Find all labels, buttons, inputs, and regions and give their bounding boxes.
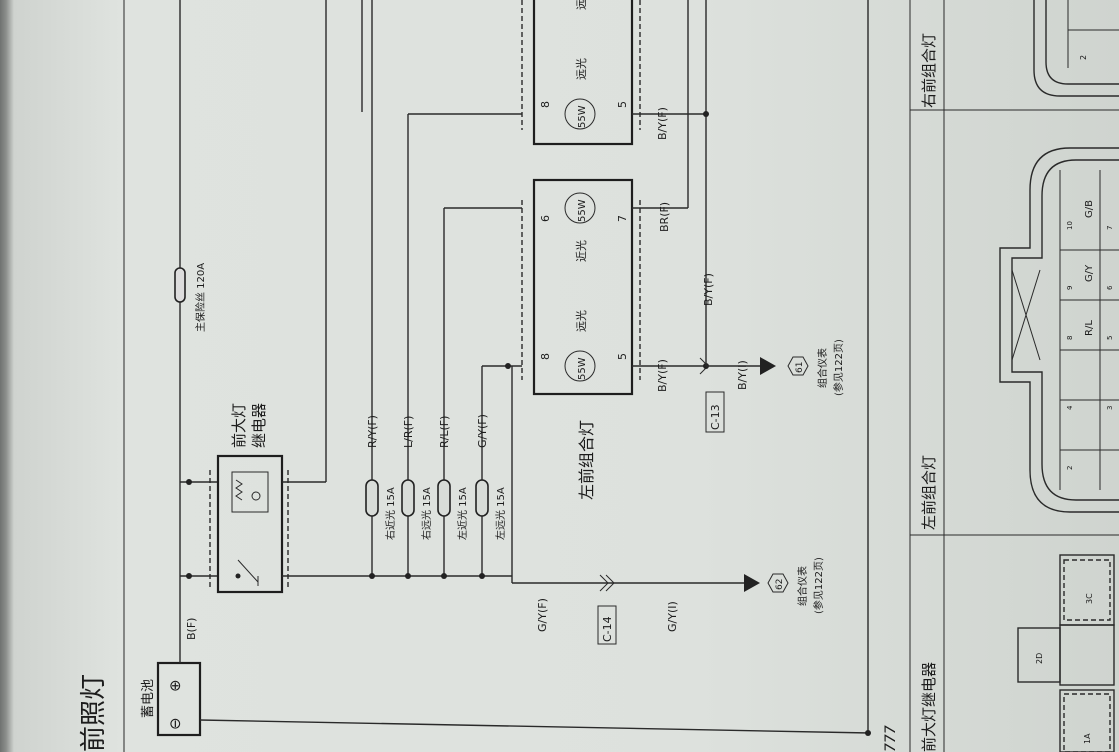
fuse-label-1: 右近光 15A [384, 487, 397, 540]
fuse-left-low: 左近光 15A R/L(F) [437, 207, 522, 579]
fuse-label-4: 左远光 15A [494, 487, 507, 540]
battery: ⊕ ⊖ 蓄电池 [141, 661, 202, 737]
fuse-label-2: 右远光 15A [420, 487, 433, 540]
left-pin-5: 5 [616, 353, 629, 360]
relay-label-2: 继电器 [250, 403, 268, 448]
right-cut-text: 远 [575, 0, 588, 10]
connector-c13 [705, 391, 725, 433]
ground-62: 62 组合仪表 (参见122页) [767, 557, 825, 614]
pin-7: 7 [1106, 226, 1114, 230]
fuse-label-3: 左近光 15A [456, 487, 469, 540]
wire-by-f-mid: B/Y(F) [702, 273, 715, 306]
wire-b-f: B(F) [185, 618, 198, 640]
left-bulb-low: 55W [577, 199, 588, 222]
pin-rl: R/L [1084, 320, 1095, 336]
left-pin-8: 8 [539, 353, 552, 360]
wire-by-i: B/Y(I) [736, 360, 749, 390]
ground-61-num: 61 [795, 362, 805, 373]
pin-4: 4 [1066, 405, 1074, 410]
battery-label: 蓄电池 [141, 679, 156, 718]
right-lamp-connector: 2 [1033, 0, 1119, 97]
headlight-relay: 前大灯 继电器 [209, 403, 289, 594]
right-pin-5: 5 [616, 101, 629, 108]
panel-left-lamp: 左前组合灯 [920, 455, 938, 530]
pin-gb: G/B [1084, 200, 1095, 218]
ground-62-num: 62 [775, 579, 785, 590]
relay-conn-b: 2D [1035, 653, 1044, 664]
relay-connector: 3C 2D 1A [1017, 554, 1115, 752]
ground-61: 61 组合仪表 (参见122页) [787, 339, 845, 396]
left-high-text: 远光 [574, 310, 588, 332]
pin-9: 9 [1066, 286, 1074, 290]
right-bulb: 55W [577, 105, 588, 128]
connector-c14 [597, 605, 617, 645]
left-low-text: 近光 [574, 240, 588, 262]
pin-2: 2 [1066, 466, 1074, 470]
battery-plus: ⊕ [166, 679, 184, 692]
ground-62-line2: (参见122页) [812, 557, 825, 614]
ground-61-line2: (参见122页) [832, 339, 845, 396]
wire-rl-f: R/L(F) [438, 416, 451, 448]
right-front-lamp: 55W 远光 远 8 5 [521, 0, 641, 146]
relay-conn-a: 3C [1085, 593, 1094, 604]
connector-c13-label: C-13 [709, 404, 722, 430]
pin-6: 6 [1106, 285, 1114, 290]
battery-minus: ⊖ [166, 717, 184, 730]
pin-10: 10 [1066, 221, 1074, 230]
ground-62-line1: 组合仪表 [796, 566, 809, 606]
connector-c14-label: C-14 [601, 616, 614, 642]
right-pin-8: 8 [539, 101, 552, 108]
relay-label-1: 前大灯 [230, 403, 248, 448]
fuse-right-low: 右近光 15A R/Y(F) [365, 0, 397, 579]
wire-ry-f: R/Y(F) [366, 415, 379, 448]
relay-conn-c: 1A [1083, 733, 1092, 744]
main-fuse-label: 主保险丝 120A [194, 263, 207, 332]
right-high-text: 远光 [574, 58, 588, 80]
main-fuse: 主保险丝 120A [174, 263, 207, 332]
wire-lr-f: L/R(F) [402, 416, 415, 448]
panel-relay: 前大灯继电器 [920, 662, 938, 752]
fuse-right-high: 右远光 15A L/R(F) [401, 113, 522, 579]
left-pin-6: 6 [539, 215, 552, 222]
wire-gy-f: G/Y(F) [476, 414, 489, 448]
left-bulb-high: 55W [577, 357, 588, 380]
pin-5: 5 [1106, 336, 1114, 340]
left-front-lamp: 55W 55W 近光 远光 6 7 8 5 左前组合灯 [521, 178, 641, 500]
ground-bus-wire [199, 719, 871, 734]
right-conn-pin: 2 [1079, 55, 1088, 60]
left-pin-7: 7 [616, 215, 629, 222]
pin-8: 8 [1066, 336, 1074, 340]
pin-3: 3 [1106, 406, 1114, 410]
wire-by-f-right: B/Y(F) [656, 107, 669, 140]
pin-gy: G/Y [1084, 264, 1095, 282]
left-lamp-connector: G/B G/Y R/L 10 9 8 7 6 5 4 3 2 [999, 147, 1119, 513]
wire-gy-i: G/Y(I) [666, 601, 679, 632]
ground-61-line1: 组合仪表 [816, 348, 829, 388]
wire-gy-f-2: G/Y(F) [536, 598, 549, 632]
left-lamp-label: 左前组合灯 [577, 420, 596, 500]
panel-right-lamp: 右前组合灯 [920, 33, 938, 108]
diagram-title: 前照灯 [79, 674, 109, 752]
fuse-left-high: 左远光 15A G/Y(F) [475, 365, 522, 579]
wire-br-f: BR(F) [658, 202, 671, 232]
footer-mark: 777 [883, 725, 899, 752]
wire-by-f-left: B/Y(F) [656, 359, 669, 392]
